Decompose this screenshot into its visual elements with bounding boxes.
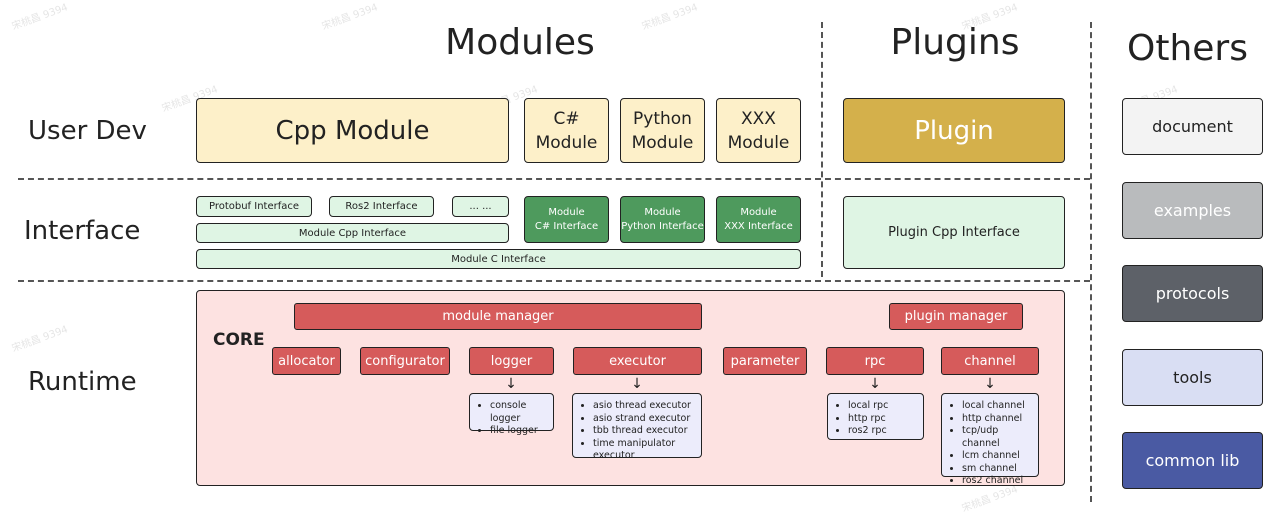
executor-box: executor xyxy=(573,347,702,375)
module-csharp-interface-line2: C# Interface xyxy=(534,220,599,232)
logger-box: logger xyxy=(469,347,554,375)
parameter-box: parameter xyxy=(723,347,807,375)
executor-list: asio thread executor asio strand executo… xyxy=(572,393,702,461)
plugin-cpp-interface-label: Plugin Cpp Interface xyxy=(888,225,1020,240)
ros2-interface-label: Ros2 Interface xyxy=(345,201,418,212)
list-item: ros2 rpc xyxy=(848,425,915,438)
channel-arrow: ↓ xyxy=(984,376,996,392)
protobuf-interface-label: Protobuf Interface xyxy=(208,201,300,212)
list-item: local channel xyxy=(962,400,1030,413)
others-tools-label: tools xyxy=(1173,368,1212,387)
list-item: file logger xyxy=(490,425,545,438)
module-csharp-interface-box: Module C# Interface xyxy=(524,196,609,243)
module-csharp-interface-line1: Module xyxy=(548,206,585,218)
divider-modules-plugins xyxy=(821,22,823,277)
list-item: console logger xyxy=(490,400,545,425)
list-item: ros2 channel xyxy=(962,475,1030,488)
list-item: http rpc xyxy=(848,413,915,426)
csharp-module-box: C# Module xyxy=(524,98,609,163)
list-item: asio thread executor xyxy=(593,400,693,413)
others-common-lib-label: common lib xyxy=(1145,451,1240,470)
others-heading: Others xyxy=(1127,28,1248,69)
row-label-user-dev: User Dev xyxy=(28,116,147,146)
watermark: 宋桃昌 9394 xyxy=(10,2,70,33)
allocator-box: allocator xyxy=(272,347,341,375)
module-python-interface-box: Module Python Interface xyxy=(620,196,705,243)
csharp-module-line2: Module xyxy=(535,132,598,153)
more-interfaces-label: ... ... xyxy=(469,201,492,212)
configurator-label: configurator xyxy=(365,353,445,369)
plugins-heading: Plugins xyxy=(890,22,1020,63)
module-manager-box: module manager xyxy=(294,303,702,330)
protobuf-interface-box: Protobuf Interface xyxy=(196,196,312,217)
plugin-cpp-interface-box: Plugin Cpp Interface xyxy=(843,196,1065,269)
module-xxx-interface-line2: XXX Interface xyxy=(724,220,793,232)
others-protocols-label: protocols xyxy=(1155,284,1230,303)
list-item: tcp/udp channel xyxy=(962,425,1030,450)
python-module-line1: Python xyxy=(633,108,692,129)
plugin-box: Plugin xyxy=(843,98,1065,163)
list-item: asio strand executor xyxy=(593,413,693,426)
others-document-box: document xyxy=(1122,98,1263,155)
module-python-interface-line2: Python Interface xyxy=(621,220,704,232)
module-cpp-interface-box: Module Cpp Interface xyxy=(196,223,509,243)
channel-list: local channel http channel tcp/udp chann… xyxy=(941,393,1039,486)
channel-label: channel xyxy=(964,353,1016,369)
core-label: CORE xyxy=(213,330,265,350)
plugin-manager-box: plugin manager xyxy=(889,303,1023,330)
ros2-interface-box: Ros2 Interface xyxy=(329,196,434,217)
others-examples-label: examples xyxy=(1153,201,1232,220)
list-item: local rpc xyxy=(848,400,915,413)
rpc-arrow: ↓ xyxy=(869,376,881,392)
others-examples-box: examples xyxy=(1122,182,1263,239)
xxx-module-box: XXX Module xyxy=(716,98,801,163)
module-xxx-interface-box: Module XXX Interface xyxy=(716,196,801,243)
rpc-label: rpc xyxy=(864,353,886,369)
others-tools-box: tools xyxy=(1122,349,1263,406)
logger-arrow: ↓ xyxy=(505,376,517,392)
rpc-box: rpc xyxy=(826,347,924,375)
row-label-interface: Interface xyxy=(24,216,141,246)
cpp-module-label: Cpp Module xyxy=(275,115,430,146)
parameter-label: parameter xyxy=(730,353,800,369)
list-item: http channel xyxy=(962,413,1030,426)
rpc-list: local rpc http rpc ros2 rpc xyxy=(827,393,924,440)
configurator-box: configurator xyxy=(360,347,450,375)
plugin-manager-label: plugin manager xyxy=(904,309,1008,324)
allocator-label: allocator xyxy=(278,353,335,369)
row-label-runtime: Runtime xyxy=(28,367,137,397)
divider-userdev-interface xyxy=(18,178,1090,180)
more-interfaces-box: ... ... xyxy=(452,196,509,217)
cpp-module-box: Cpp Module xyxy=(196,98,509,163)
divider-plugins-others xyxy=(1090,22,1092,502)
channel-box: channel xyxy=(941,347,1039,375)
others-common-lib-box: common lib xyxy=(1122,432,1263,489)
module-c-interface-label: Module C Interface xyxy=(451,253,546,265)
module-python-interface-line1: Module xyxy=(644,206,681,218)
list-item: tbb thread executor xyxy=(593,425,693,438)
list-item: lcm channel xyxy=(962,450,1030,463)
logger-list: console logger file logger xyxy=(469,393,554,436)
module-manager-label: module manager xyxy=(442,309,554,324)
module-cpp-interface-label: Module Cpp Interface xyxy=(298,227,407,239)
python-module-box: Python Module xyxy=(620,98,705,163)
module-c-interface-box: Module C Interface xyxy=(196,249,801,269)
xxx-module-line1: XXX xyxy=(741,108,776,129)
csharp-module-line1: C# xyxy=(553,108,580,129)
modules-heading: Modules xyxy=(445,22,595,63)
python-module-line2: Module xyxy=(631,132,694,153)
others-protocols-box: protocols xyxy=(1122,265,1263,322)
logger-label: logger xyxy=(490,353,533,369)
executor-arrow: ↓ xyxy=(631,376,643,392)
xxx-module-line2: Module xyxy=(727,132,790,153)
divider-interface-runtime xyxy=(18,280,1090,282)
list-item: time manipulator executor xyxy=(593,438,693,463)
others-document-label: document xyxy=(1152,117,1233,136)
list-item: sm channel xyxy=(962,463,1030,476)
executor-label: executor xyxy=(609,353,666,369)
module-xxx-interface-line1: Module xyxy=(740,206,777,218)
plugin-label: Plugin xyxy=(914,115,994,146)
watermark: 宋桃昌 9394 xyxy=(10,324,70,355)
